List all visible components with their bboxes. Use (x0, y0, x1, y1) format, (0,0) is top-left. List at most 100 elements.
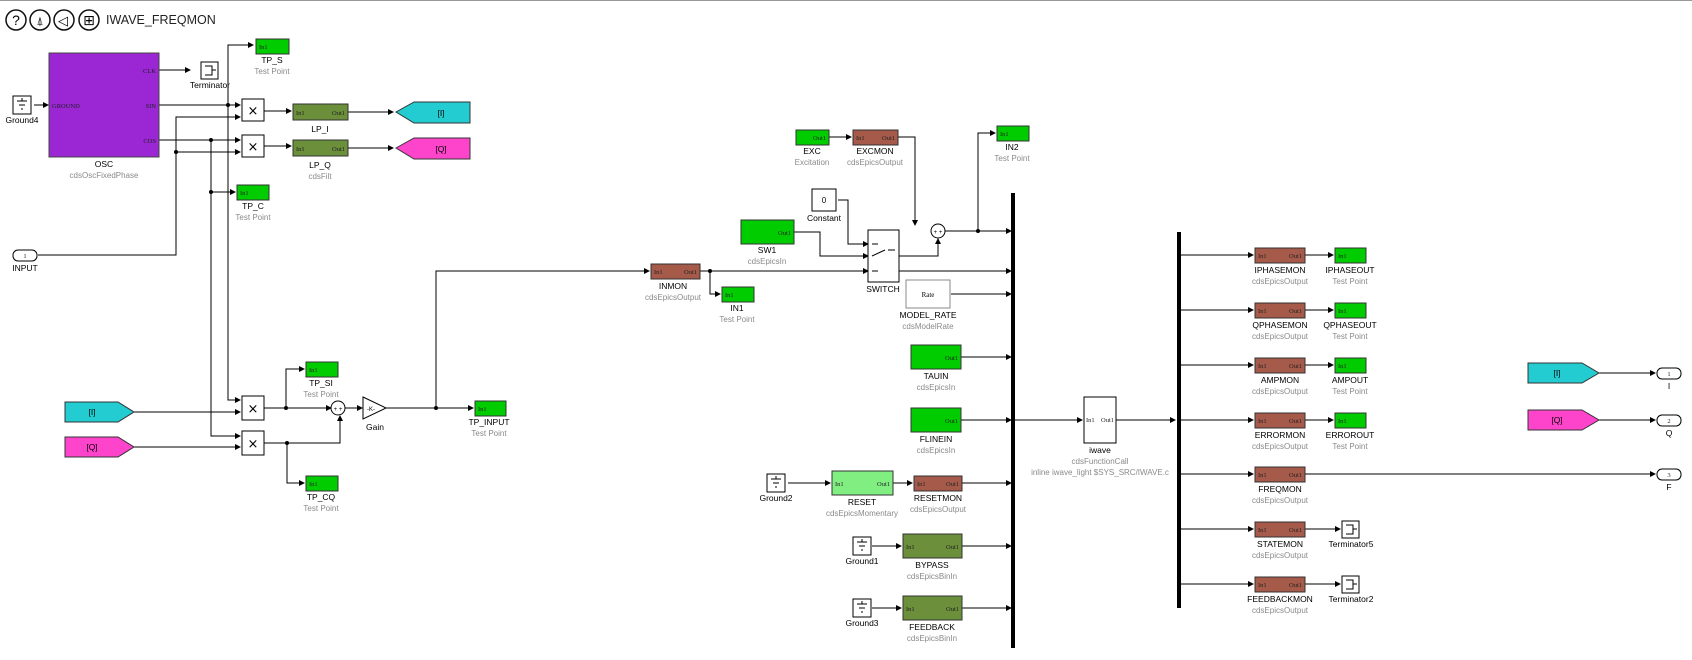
mult-sin-block[interactable]: × (241, 98, 265, 122)
excmon-sub: cdsEpicsOutput (847, 158, 904, 167)
tp-cq-block[interactable]: In1 TP_CQ Test Point (303, 475, 339, 513)
qphaseout-sub: Test Point (1332, 332, 1368, 341)
help-icon[interactable]: ? (5, 9, 27, 31)
outport-i[interactable]: 1 I (1656, 367, 1682, 391)
resetmon-block[interactable]: In1 Out1 RESETMON cdsEpicsOutput (910, 475, 967, 514)
gain-glyph: -K- (367, 407, 375, 413)
goto-i-tag[interactable]: [I] (395, 101, 471, 124)
terminator-block[interactable]: Terminator (190, 61, 230, 90)
mult-lower-2-glyph: × (248, 437, 259, 452)
tp-si-block[interactable]: In1 TP_SI Test Point (303, 361, 339, 399)
errorout-block[interactable]: In1 ERROROUT Test Point (1326, 412, 1375, 451)
flinein-block[interactable]: Out1 FLINEIN cdsEpicsIn (910, 407, 962, 455)
inmon-out: Out1 (684, 269, 697, 276)
qphasemon-block[interactable]: In1 Out1 QPHASEMON cdsEpicsOutput (1252, 302, 1309, 341)
tauin-block[interactable]: Out1 TAUIN cdsEpicsIn (910, 344, 962, 392)
iwave-block[interactable]: In1 Out1 iwave cdsFunctionCall inline iw… (1031, 396, 1169, 477)
excmon-block[interactable]: In1 Out1 EXCMON cdsEpicsOutput (847, 129, 904, 167)
freqmon-block[interactable]: In1 Out1 FREQMON cdsEpicsOutput (1252, 466, 1309, 505)
iphasemon-block[interactable]: In1 Out1 IPHASEMON cdsEpicsOutput (1252, 247, 1309, 286)
in1-sub: Test Point (719, 315, 755, 324)
qphaseout-block[interactable]: In1 QPHASEOUT Test Point (1323, 302, 1377, 341)
gain-block[interactable]: -K- Gain (362, 396, 388, 432)
ampmon-block[interactable]: In1 Out1 AMPMON cdsEpicsOutput (1252, 357, 1309, 396)
in2-block[interactable]: In1 IN2 Test Point (994, 125, 1030, 163)
tp-s-block[interactable]: In1 TP_S Test Point (254, 38, 290, 76)
mult-cos-block[interactable]: × (241, 134, 265, 158)
ampmon-in: In1 (1258, 363, 1267, 370)
osc-block[interactable]: GROUND CLK SIN COS OSC cdsOscFixedPhase (48, 52, 160, 180)
tp-cq-port: In1 (309, 481, 318, 488)
qphasemon-in: In1 (1258, 308, 1267, 315)
terminator2-block[interactable]: Terminator2 (1329, 575, 1374, 604)
outport-f[interactable]: 3 F (1656, 468, 1682, 492)
mult-sin-glyph: × (248, 104, 259, 119)
feedback-label: FEEDBACK (909, 622, 955, 632)
lp-i-block[interactable]: In1 Out1 LP_I (292, 103, 349, 134)
iphaseout-block[interactable]: In1 IPHASEOUT Test Point (1325, 247, 1375, 286)
model-rate-block[interactable]: Rate MODEL_RATE cdsModelRate (900, 279, 957, 331)
feedbackmon-block[interactable]: In1 Out1 FEEDBACKMON cdsEpicsOutput (1247, 576, 1313, 615)
reset-in: In1 (835, 481, 844, 488)
back-icon[interactable]: ◁ (53, 9, 75, 31)
tp-c-block[interactable]: In1 TP_C Test Point (235, 184, 271, 222)
sum-input-glyph: + + (334, 407, 343, 413)
iwave-out: Out1 (1101, 417, 1114, 424)
iwave-label: iwave (1089, 445, 1111, 455)
feedback-out: Out1 (946, 606, 959, 613)
switch-block[interactable]: SWITCH (866, 229, 900, 294)
qphasemon-sub: cdsEpicsOutput (1252, 332, 1309, 341)
bypass-block[interactable]: In1 Out1 BYPASS cdsEpicsBinIn (902, 533, 963, 581)
from-i-tag[interactable]: [I] (64, 401, 135, 423)
feedback-block[interactable]: In1 Out1 FEEDBACK cdsEpicsBinIn (902, 595, 963, 643)
overview-icon[interactable]: ⊞ (78, 9, 100, 31)
feedback-in: In1 (906, 606, 915, 613)
tp-si-sub: Test Point (303, 390, 339, 399)
terminator-label: Terminator (190, 80, 230, 90)
ground2-block[interactable]: Ground2 (759, 473, 793, 503)
from-i-right-text: [I] (1553, 368, 1560, 378)
mult-lower-1-block[interactable]: × (241, 395, 265, 421)
errormon-block[interactable]: In1 Out1 ERRORMON cdsEpicsOutput (1252, 412, 1309, 451)
demux-bus-right[interactable] (1177, 232, 1181, 608)
terminator5-block[interactable]: Terminator5 (1329, 520, 1374, 549)
wires (34, 42, 1656, 611)
goto-q-tag[interactable]: [Q] (395, 137, 471, 160)
lp-q-out: Out1 (332, 146, 345, 153)
iwave-sub: cdsFunctionCall (1072, 457, 1129, 466)
from-q-tag[interactable]: [Q] (64, 436, 135, 458)
tp-input-block[interactable]: In1 TP_INPUT Test Point (468, 400, 510, 438)
page-title: IWAVE_FREQMON (106, 13, 216, 27)
lp-q-in: In1 (296, 146, 305, 153)
sum-exc-block[interactable]: + + (930, 223, 946, 239)
sw1-label: SW1 (758, 245, 777, 255)
from-q-right-tag[interactable]: [Q] (1527, 409, 1600, 431)
iphasemon-label: IPHASEMON (1254, 265, 1305, 275)
ampmon-sub: cdsEpicsOutput (1252, 387, 1309, 396)
sum-input-block[interactable]: + + (330, 400, 346, 416)
mult-lower-2-block[interactable]: × (241, 430, 265, 456)
ground4-block[interactable]: Ground4 (5, 95, 39, 125)
sw1-block[interactable]: Out1 SW1 cdsEpicsIn (740, 219, 795, 266)
ground1-block[interactable]: Ground1 (845, 536, 879, 566)
input-port-num: 1 (23, 253, 26, 260)
statemon-block[interactable]: In1 Out1 STATEMON cdsEpicsOutput (1252, 521, 1309, 560)
reset-block[interactable]: In1 Out1 RESET cdsEpicsMomentary (826, 470, 898, 518)
qphaseout-label: QPHASEOUT (1323, 320, 1376, 330)
constant-block[interactable]: 0 Constant (807, 188, 842, 223)
ground3-block[interactable]: Ground3 (845, 598, 879, 628)
switch-label: SWITCH (866, 284, 900, 294)
input-port[interactable]: 1 INPUT (12, 249, 38, 273)
outport-q[interactable]: 2 Q (1656, 414, 1682, 438)
ampmon-out: Out1 (1289, 363, 1302, 370)
in2-label: IN2 (1005, 142, 1019, 152)
lp-q-block[interactable]: In1 Out1 LP_Q cdsFilt (292, 139, 349, 181)
exc-block[interactable]: Out1 EXC Excitation (795, 129, 830, 167)
exc-sub: Excitation (795, 158, 830, 167)
ampout-block[interactable]: In1 AMPOUT Test Point (1332, 357, 1369, 396)
up-level-icon[interactable]: ⍋ (29, 9, 51, 31)
inmon-block[interactable]: In1 Out1 INMON cdsEpicsOutput (645, 263, 702, 302)
from-i-right-tag[interactable]: [I] (1527, 362, 1600, 384)
in1-block[interactable]: In1 IN1 Test Point (719, 286, 755, 324)
mux-bus-left[interactable] (1011, 193, 1015, 648)
